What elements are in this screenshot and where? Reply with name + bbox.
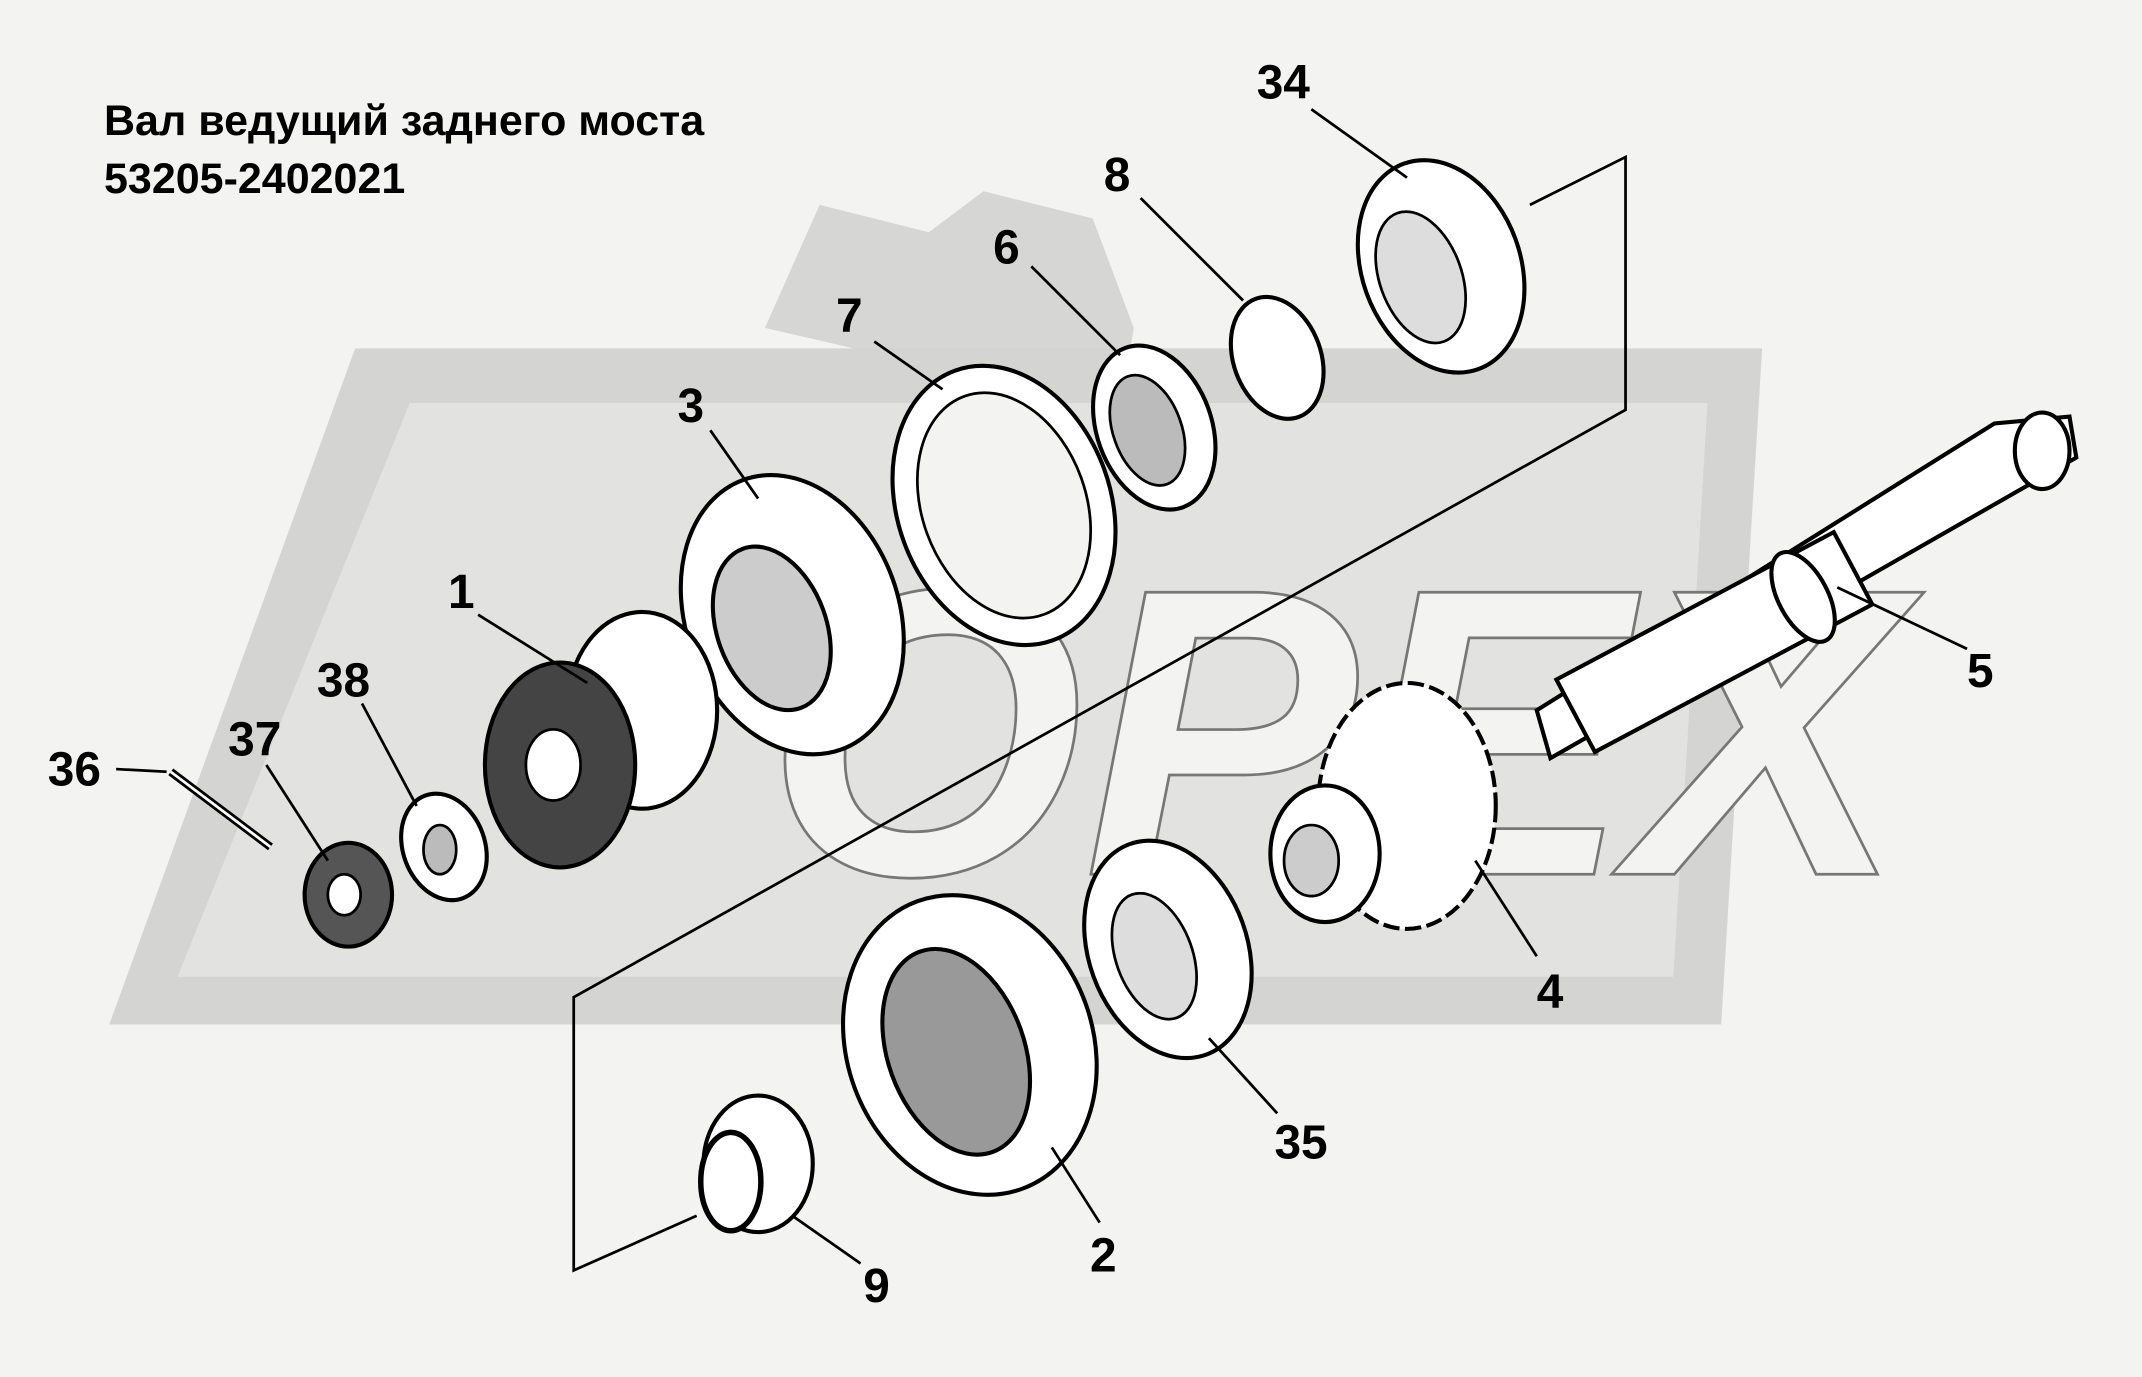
diagram-title: Вал ведущий заднего моста 53205-2402021 [104, 92, 704, 208]
part-9-spacer [698, 1093, 815, 1235]
group-bracket [572, 154, 1627, 1273]
callout-35: 35 [1274, 1116, 1327, 1169]
title-line-part-number: 53205-2402021 [104, 155, 406, 203]
callout-36: 36 [48, 743, 101, 796]
part-5-shaft [1534, 410, 2079, 762]
part-7-gasket [890, 363, 1118, 648]
callout-3: 3 [678, 380, 705, 433]
callout-37: 37 [228, 713, 281, 766]
leader-lines [116, 108, 1968, 1265]
part-6-seal [1091, 343, 1218, 512]
callout-38: 38 [317, 655, 370, 708]
part-2-bearing-cage [840, 893, 1099, 1197]
callout-7: 7 [836, 290, 863, 343]
part-35-bearing [1082, 838, 1254, 1061]
callout-2: 2 [1090, 1230, 1117, 1283]
callout-34: 34 [1257, 56, 1311, 109]
part-1-flange [482, 609, 720, 870]
callout-8: 8 [1104, 149, 1131, 202]
part-38-washer [399, 791, 489, 903]
title-line-name: Вал ведущий заднего моста [104, 97, 705, 145]
callout-5: 5 [1967, 645, 1994, 698]
callout-4: 4 [1537, 966, 1564, 1019]
callout-6: 6 [993, 222, 1020, 275]
callout-9: 9 [863, 1260, 890, 1313]
part-36-cotter-pin [168, 768, 273, 851]
part-4-gear [1268, 680, 1498, 931]
part-37-nut [302, 840, 395, 949]
part-34-bearing [1355, 158, 1527, 375]
part-3-housing [678, 473, 906, 757]
part-8-ring [1228, 294, 1326, 421]
callout-1: 1 [448, 566, 475, 619]
